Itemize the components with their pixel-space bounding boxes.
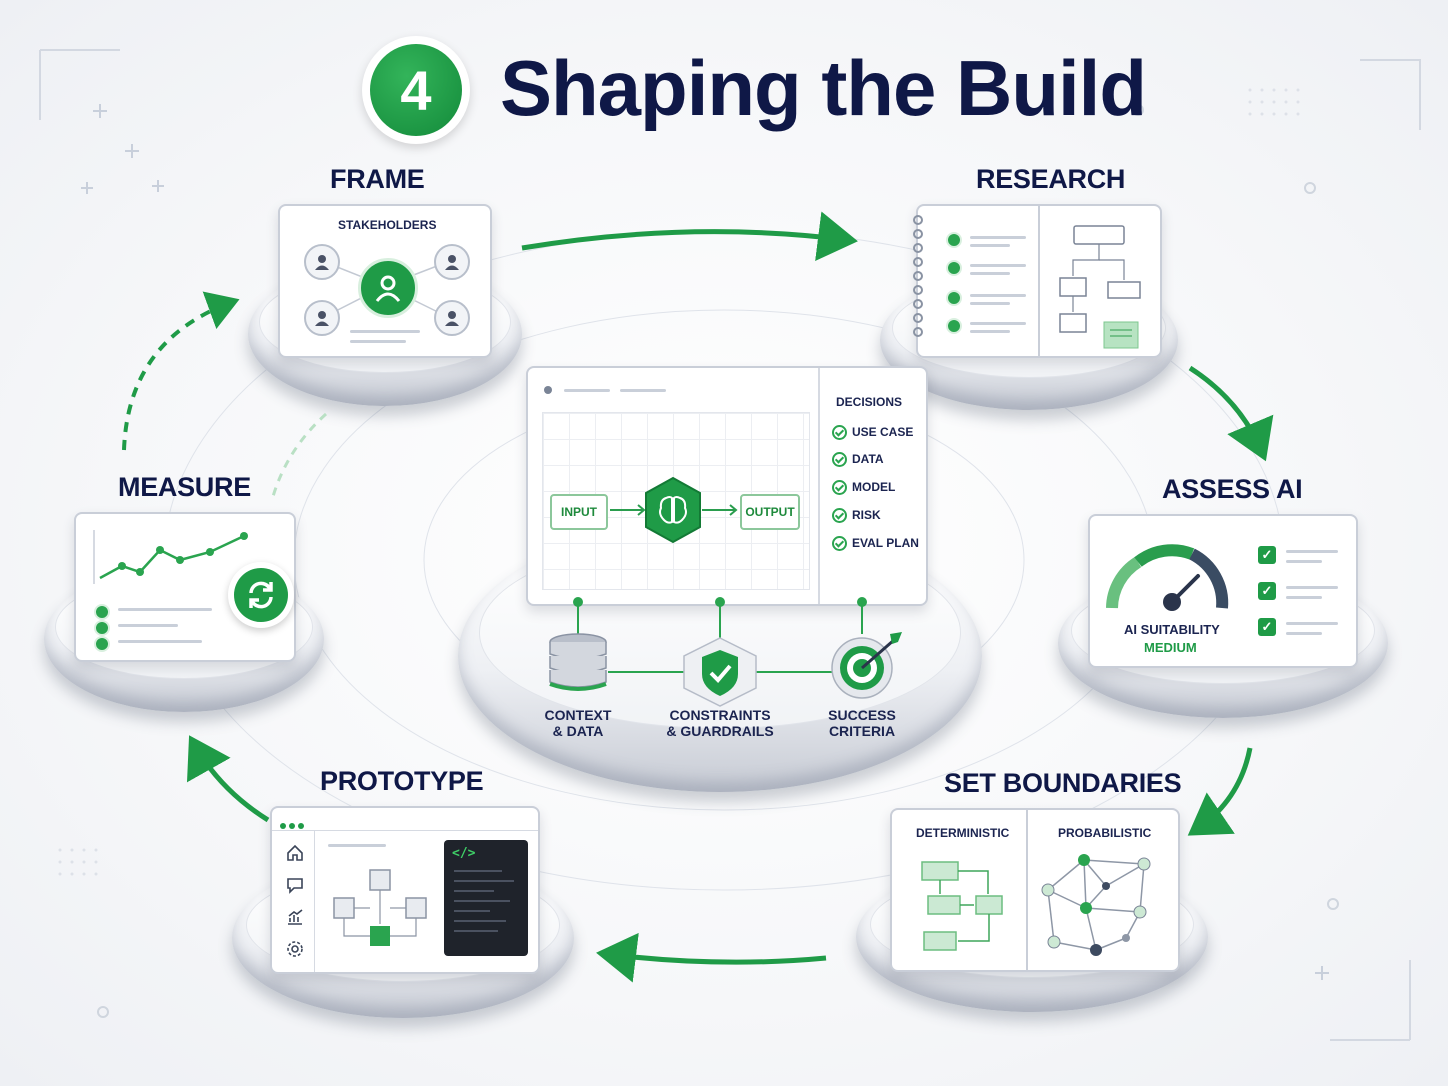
code-editor-panel: </> xyxy=(444,840,528,956)
arrow-assess-to-boundaries xyxy=(1187,747,1253,836)
input-node: INPUT xyxy=(550,494,608,530)
home-icon[interactable] xyxy=(286,844,304,862)
user-icon xyxy=(304,300,340,336)
database-icon xyxy=(549,633,607,691)
checkbox-icon: ✓ xyxy=(1258,582,1276,600)
code-icon: </> xyxy=(452,846,476,861)
deterministic-flow-icon xyxy=(921,861,1003,951)
stakeholders-title: STAKEHOLDERS xyxy=(338,218,437,232)
target-icon xyxy=(831,632,902,699)
measure-card xyxy=(74,512,296,662)
check-icon xyxy=(94,636,110,652)
step-number: 4 xyxy=(370,44,462,136)
check-icon xyxy=(946,290,962,306)
arrow-measure-to-frame xyxy=(122,291,240,451)
faint-connector xyxy=(270,412,328,501)
probabilistic-network-icon xyxy=(1041,854,1151,956)
arrow-frame-to-research xyxy=(521,211,858,262)
refresh-icon xyxy=(228,562,294,628)
checkbox-icon: ✓ xyxy=(1258,546,1276,564)
check-circle-icon xyxy=(832,480,847,495)
decision-item: USE CASE xyxy=(852,425,914,439)
trend-line-chart xyxy=(93,530,248,584)
decision-item: RISK xyxy=(852,508,881,522)
arrow-boundaries-to-prototype xyxy=(596,932,827,983)
pillar-label-success: SUCCESS CRITERIA xyxy=(828,707,896,739)
probabilistic-title: PROBABILISTIC xyxy=(1058,826,1152,840)
checkbox-icon: ✓ xyxy=(1258,618,1276,636)
chart-icon[interactable] xyxy=(286,908,304,926)
research-flowchart xyxy=(1059,225,1141,349)
ai-suitability-value: MEDIUM xyxy=(1144,640,1197,655)
decision-item: DATA xyxy=(852,452,884,466)
gauge-icon xyxy=(1106,544,1229,611)
decision-item: EVAL PLAN xyxy=(852,536,919,550)
check-circle-icon xyxy=(832,536,847,551)
deterministic-title: DETERMINISTIC xyxy=(916,826,1010,840)
user-icon xyxy=(434,244,470,280)
user-icon xyxy=(304,244,340,280)
measure-label: MEASURE xyxy=(118,472,251,502)
ai-suitability-label: AI SUITABILITY xyxy=(1124,622,1220,637)
frame-card: STAKEHOLDERS xyxy=(278,204,492,358)
page-title: Shaping the Build xyxy=(500,44,1147,132)
check-icon xyxy=(946,232,962,248)
decision-item: MODEL xyxy=(852,480,896,494)
center-dashboard-card: INPUT OUTPUT DECISIONS USE CASE DATA MOD… xyxy=(526,366,928,606)
arrow-research-to-assess xyxy=(1188,365,1274,462)
check-icon xyxy=(94,620,110,636)
check-circle-icon xyxy=(832,452,847,467)
prototype-label: PROTOTYPE xyxy=(320,766,484,796)
check-icon xyxy=(946,260,962,276)
gear-icon[interactable] xyxy=(286,940,304,958)
check-circle-icon xyxy=(832,508,847,523)
check-icon xyxy=(946,318,962,334)
pillar-label-constraints: CONSTRAINTS & GUARDRAILS xyxy=(666,707,774,739)
boundaries-card: DETERMINISTIC PROBABILISTIC xyxy=(890,808,1180,972)
central-user-icon xyxy=(358,258,418,318)
boundaries-label: SET BOUNDARIES xyxy=(944,768,1182,798)
chat-icon[interactable] xyxy=(286,876,304,894)
brain-model-node xyxy=(610,476,738,544)
pillar-label-context: CONTEXT & DATA xyxy=(544,707,612,739)
step-number-badge: 4 xyxy=(362,36,470,144)
research-card xyxy=(913,204,1162,358)
arrow-prototype-to-measure xyxy=(187,735,270,823)
notebook-spiral xyxy=(913,215,923,337)
window-titlebar xyxy=(272,808,538,831)
prototype-flow-diagram xyxy=(333,869,427,946)
check-icon xyxy=(94,604,110,620)
assess-card: AI SUITABILITY MEDIUM ✓ ✓ ✓ xyxy=(1088,514,1358,668)
decisions-title: DECISIONS xyxy=(836,395,903,409)
check-circle-icon xyxy=(832,425,847,440)
prototype-card: </> xyxy=(270,806,540,974)
research-label: RESEARCH xyxy=(976,164,1126,194)
assess-label: ASSESS AI xyxy=(1162,474,1303,504)
user-icon xyxy=(434,300,470,336)
output-node: OUTPUT xyxy=(740,494,800,530)
shield-check-icon xyxy=(683,637,757,707)
window-dots xyxy=(280,816,304,834)
frame-label: FRAME xyxy=(330,164,425,194)
